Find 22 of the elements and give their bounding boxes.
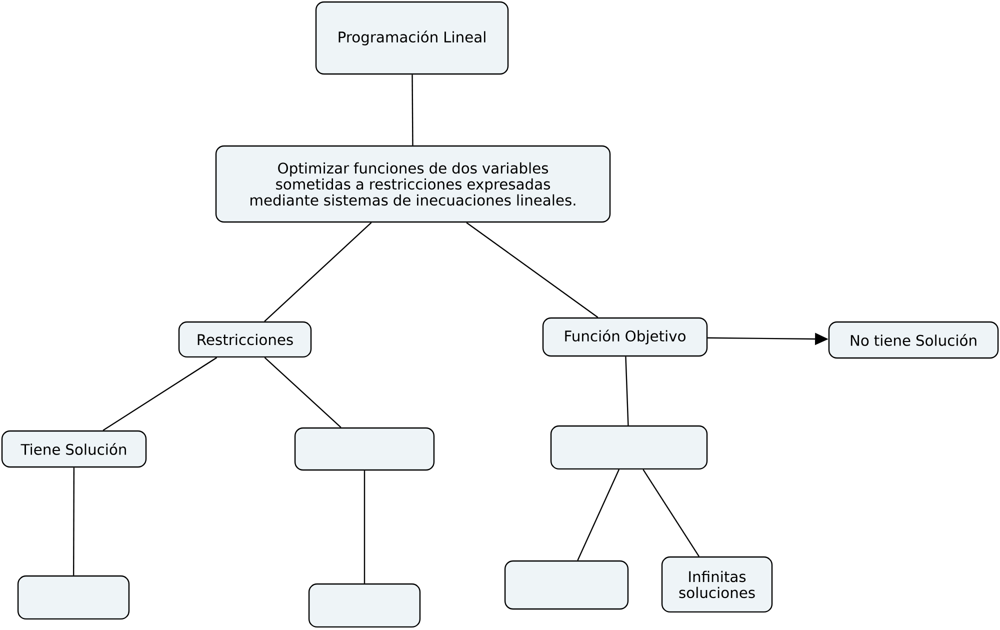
empty-box xyxy=(550,425,708,470)
concept-box: Restricciones xyxy=(178,321,312,358)
empty-box xyxy=(308,583,421,628)
connector-line xyxy=(412,74,414,146)
concept-box: Infinitas soluciones xyxy=(661,556,773,613)
connector-line xyxy=(102,357,218,431)
connector-line xyxy=(264,357,342,428)
connector-line xyxy=(466,222,598,318)
concept-box: Tiene Solución xyxy=(1,430,147,468)
connector-line xyxy=(642,469,700,557)
concept-box: No tiene Solución xyxy=(828,321,999,359)
connector-line xyxy=(72,468,75,576)
connector-line xyxy=(364,470,366,584)
empty-box xyxy=(504,560,629,610)
connector-line xyxy=(625,356,629,426)
concept-box: Optimizar funciones de dos variables sometidas a restricciones expresadas mediante sistemas de inecuaciones lineales. xyxy=(215,145,611,223)
concept-box: Programación Lineal xyxy=(315,1,509,75)
connector-line xyxy=(264,222,372,322)
empty-box xyxy=(294,427,435,471)
concept-box: Función Objetivo xyxy=(542,317,708,357)
empty-box xyxy=(17,575,130,620)
connector-line xyxy=(577,469,620,561)
